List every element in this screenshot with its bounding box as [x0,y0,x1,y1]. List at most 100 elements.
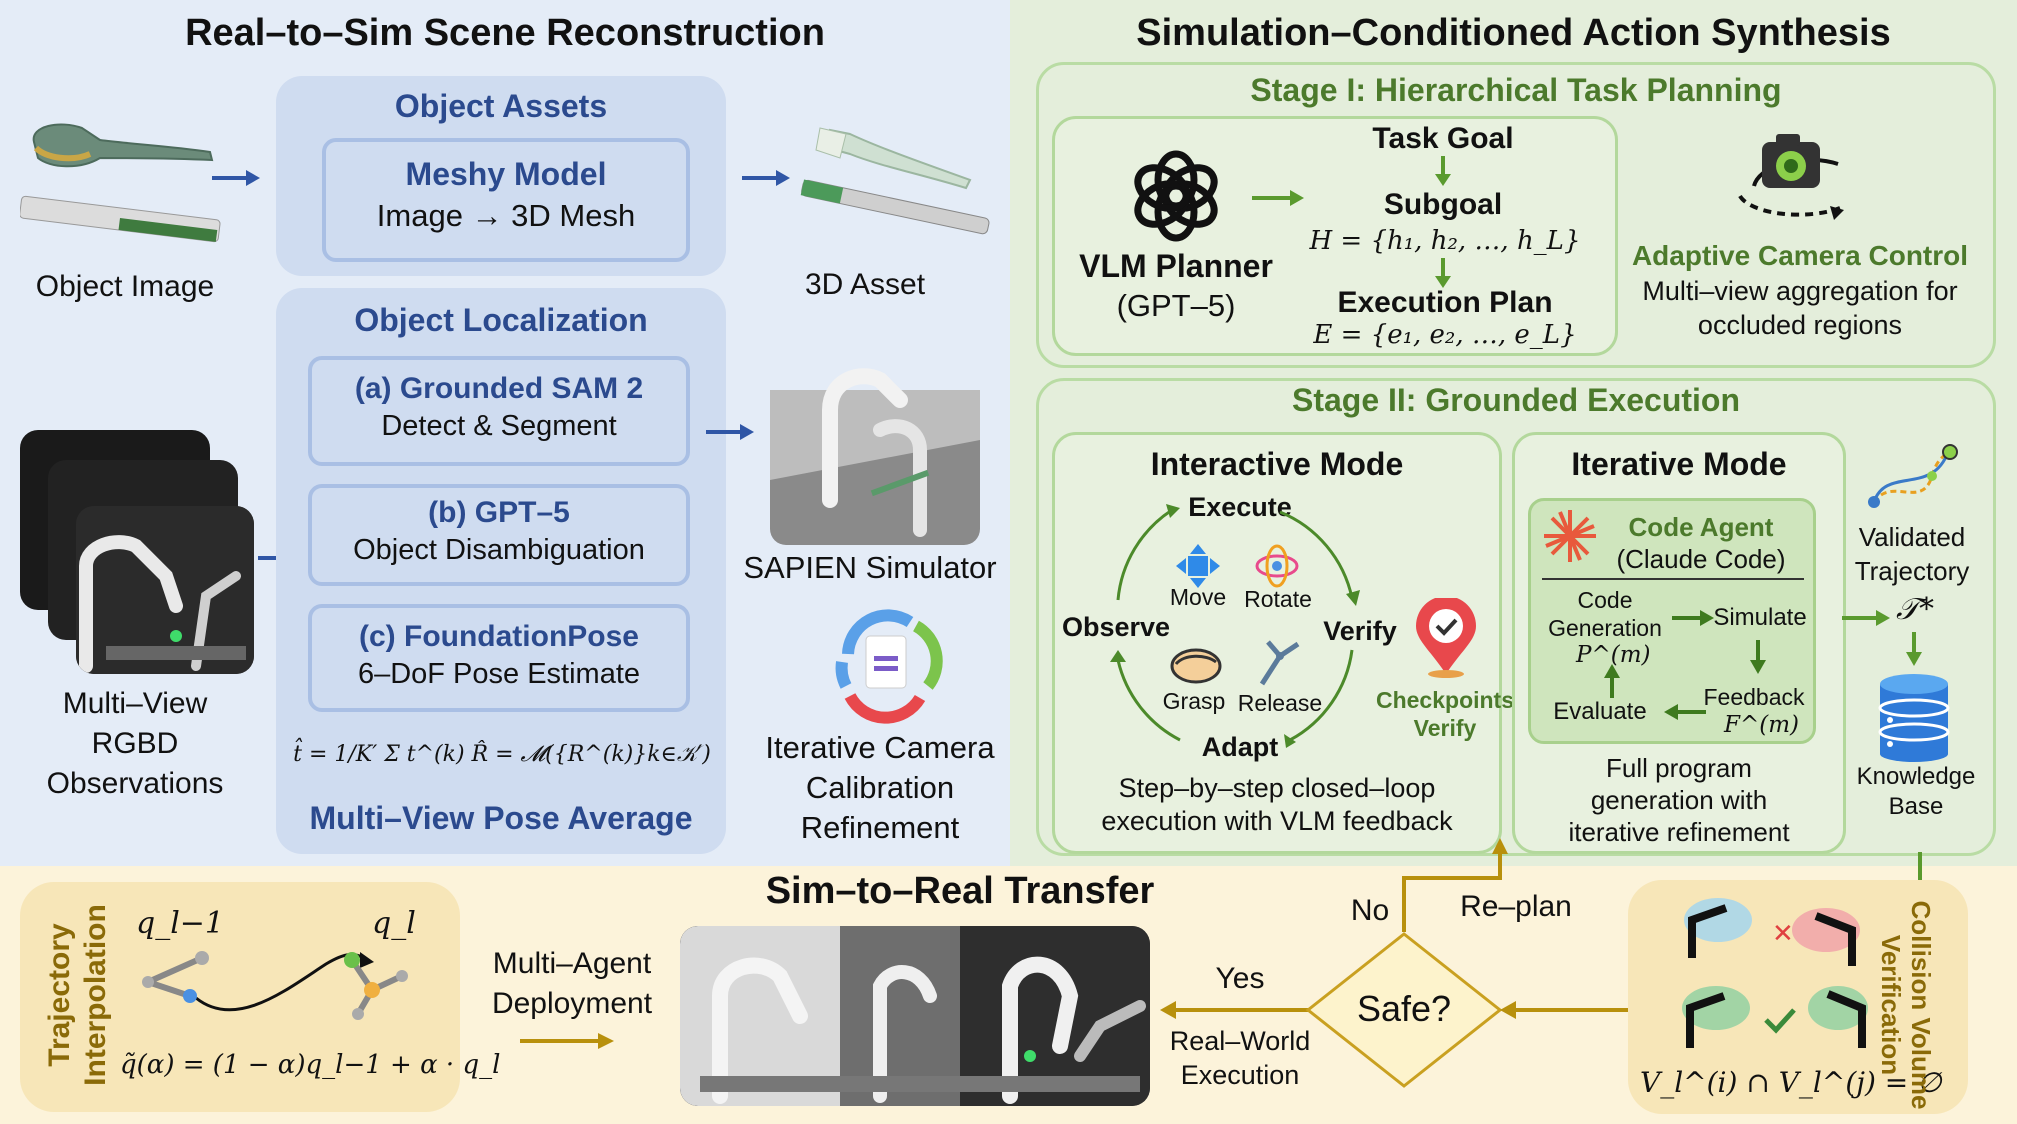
foundationpose-title: (c) FoundationPose [359,620,639,653]
database-icon [1878,674,1950,762]
deploy-line-2: Deployment [491,987,653,1020]
codegen-line-2: Generation [1548,615,1662,641]
real-exec-line-2: Execution [1180,1060,1300,1090]
pose-average-label: Multi–View Pose Average [309,800,693,836]
grounded-sam-sub: Detect & Segment [381,410,617,442]
simulate-label: Simulate [1713,604,1807,631]
replan-path [1402,838,1508,932]
code-agent-box [1528,498,1816,744]
arrow-goal-to-subgoal [1435,156,1451,186]
arrow-evaluate-to-codegen [1604,664,1620,698]
collision-title-1: Collision Volume [1906,900,1936,1110]
observe-label: Observe [1061,612,1171,642]
yes-label: Yes [1215,962,1265,995]
rotate-label: Rotate [1244,586,1312,612]
object-localization-title: Object Localization [354,302,648,338]
iterative-caption: Full program generation with iterative r… [1514,752,1844,848]
verify-label: Verify [1323,616,1397,646]
code-generation-label: Code Generation [1530,586,1680,642]
validated-line-1: Validated [1858,522,1966,552]
release-label: Release [1237,690,1323,716]
rotate-icon [1255,544,1299,588]
action-synthesis-title: Simulation–Conditioned Action Synthesis [1136,12,1891,54]
real-world-execution-label: Real–World Execution [1150,1024,1330,1092]
arrow-trajectory-to-kb [1906,632,1922,666]
release-gripper-icon [1259,640,1300,686]
stage2-title: Stage II: Grounded Execution [1291,382,1741,418]
rgbd-photo-3 [76,506,254,674]
move-label: Move [1169,584,1227,610]
multiview-line-3: Observations [46,767,224,800]
interactive-caption: Step–by–step closed–loop execution with … [1056,772,1498,838]
arrow-collision-to-safe [1500,1001,1628,1019]
camera-icon [1738,134,1844,220]
checkpoints-line-1: Checkpoints [1375,687,1515,713]
arrow-to-3d-asset [742,170,790,186]
arrow-simulate-to-trajectory [1842,610,1890,626]
calibration-line-2: Calibration [805,770,955,805]
grounded-sam-box [308,356,690,466]
arrow-codegen-to-simulate [1672,610,1714,626]
execute-label: Execute [1188,492,1292,522]
knowledge-base-label: Knowledge Base [1846,762,1986,822]
collision-check-illustration: ✕ [1682,898,1868,1048]
sim-to-real-title: Sim–to–Real Transfer [765,870,1155,912]
iterative-caption-1: Full program [1606,753,1752,783]
iterative-caption-3: iterative refinement [1568,817,1790,847]
sapien-sim-label: SAPIEN Simulator [743,550,997,585]
arrow-simulate-to-feedback [1750,640,1766,674]
calibration-label: Iterative Camera Calibration Refinement [740,728,1020,848]
collision-formula: V_l^(i) ∩ V_l^(j) = ∅ [1640,1066,1942,1099]
action-loop-arrows [1110,504,1360,748]
trajectory-interpolation-box [20,882,460,1112]
q-l-label: q_l [372,906,416,941]
safe-decision-diamond [1305,932,1503,1088]
planner-box [1052,116,1618,356]
claude-star-icon [1544,510,1596,562]
adaptive-camera-sub-1: Multi–view aggregation for [1642,276,1958,306]
codegen-formula: P^(m) [1576,642,1651,668]
arrow-to-simulator [706,424,754,440]
checkpoint-pin-icon [1416,598,1476,678]
interactive-mode-title: Interactive Mode [1150,446,1404,482]
vlm-planner-model: (GPT–5) [1116,288,1236,323]
arrow-planner-to-goal [1252,190,1304,206]
object-image-photos [20,123,221,243]
svg-text:✕: ✕ [1772,919,1794,949]
arrow-feedback-to-evaluate [1664,704,1706,720]
object-assets-title: Object Assets [394,88,608,124]
vlm-planner-name: VLM Planner [1079,248,1273,284]
q-prev-label: q_l−1 [136,906,225,941]
multiview-line-2: RGBD [91,727,179,760]
grounded-sam-title: (a) Grounded SAM 2 [354,372,644,405]
grasp-label: Grasp [1162,688,1226,714]
multiview-line-1: Multi–View [62,687,208,720]
interp-title-2: Interpolation [79,904,112,1086]
iterative-caption-2: generation with [1590,785,1768,815]
multi-agent-deployment-label: Multi–Agent Deployment [462,944,682,1024]
tau-star: 𝒯* [1896,592,1934,627]
3d-asset-label: 3D Asset [804,268,926,301]
sapien-sim-render [770,368,980,545]
codegen-line-1: Code [1577,587,1633,613]
interp-title-1: Trajectory [43,923,76,1067]
arrow-to-assets [212,170,260,186]
interactive-caption-1: Step–by–step closed–loop [1118,773,1436,803]
foundationpose-sub: 6–DoF Pose Estimate [357,658,641,690]
gpt5-disambiguation-box [308,484,690,586]
meshy-model-box [322,138,690,262]
calibration-line-1: Iterative Camera [765,730,995,765]
calibration-refresh-icon [835,609,943,724]
real-to-sim-title: Real–to–Sim Scene Reconstruction [185,12,825,54]
validated-line-2: Trajectory [1854,556,1970,586]
adaptive-camera-sub: Multi–view aggregation for occluded regi… [1610,274,1990,342]
trajectory-icon [1868,444,1958,508]
real-exec-line-1: Real–World [1169,1026,1311,1056]
stage1-title: Stage I: Hierarchical Task Planning [1250,72,1782,108]
adaptive-camera-sub-2: occluded regions [1697,310,1903,340]
meshy-model-sub: Image → 3D Mesh [376,198,636,233]
execution-plan: Execution Plan [1337,286,1553,319]
move-icon [1176,544,1220,588]
subgoal-formula: H = {h₁, h₂, …, h_L} [1309,226,1581,256]
arrow-safe-to-real [1160,1001,1310,1019]
